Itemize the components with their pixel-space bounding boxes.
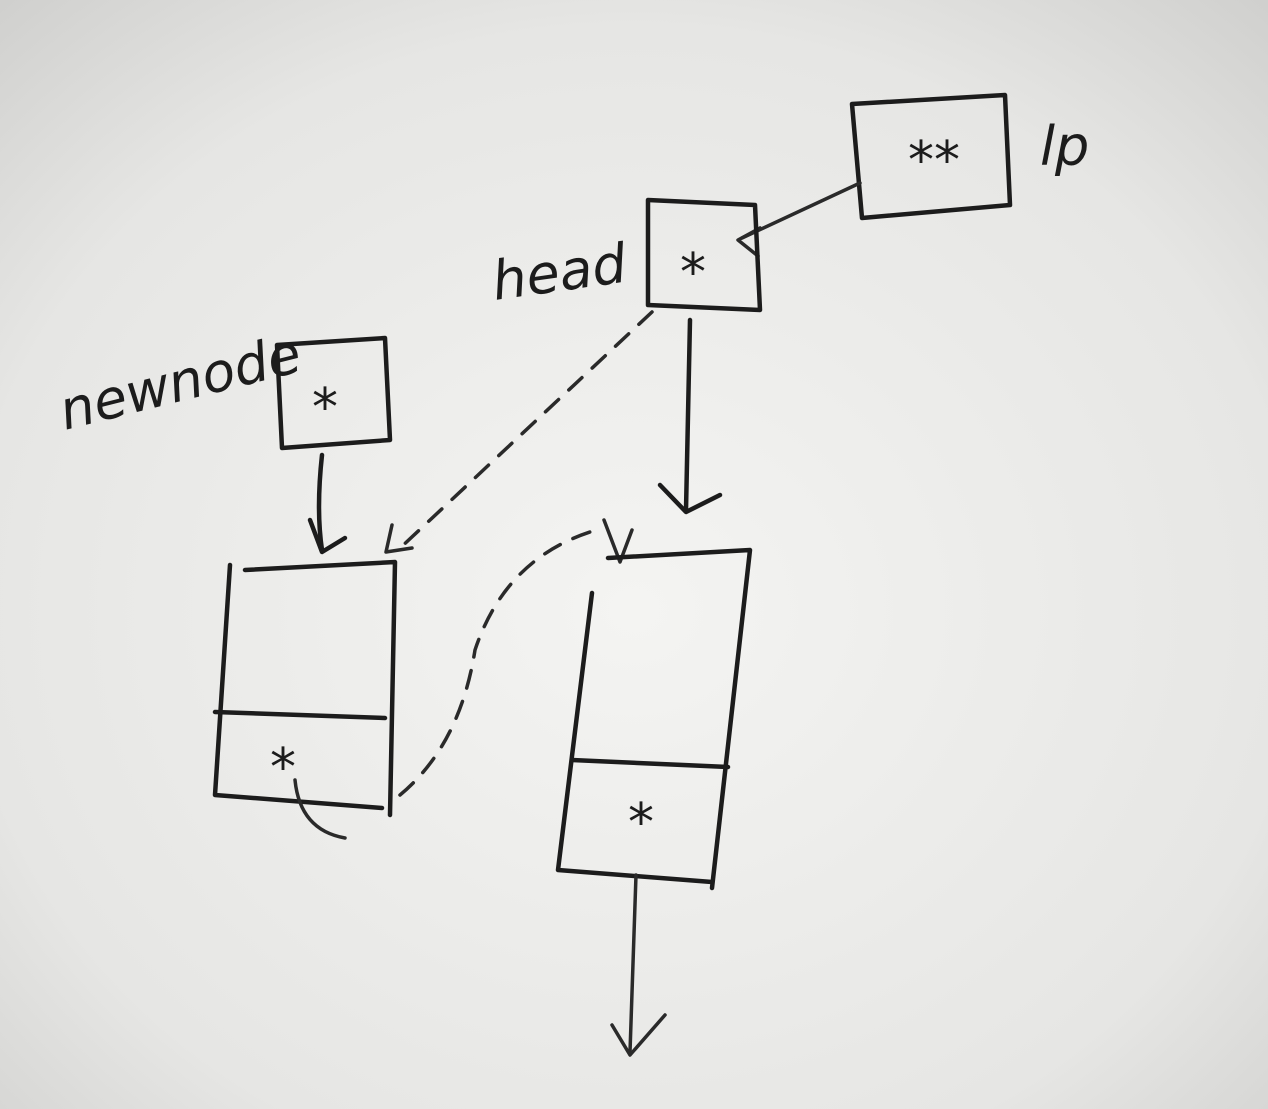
newnode-box: * <box>274 335 393 451</box>
newnode-next-to-node-dashed-arrow <box>398 518 634 797</box>
first-node-next-arrow <box>610 873 667 1057</box>
lp-to-head-arrow <box>736 181 862 258</box>
first-node-next-glyph: * <box>628 793 654 853</box>
head-pointer-glyph: * <box>680 243 706 303</box>
first-node-struct: * <box>555 547 753 891</box>
newnode-to-node-arrow <box>307 452 348 555</box>
lp-box: ** <box>849 92 1013 221</box>
head-to-newnode-dashed-arrow <box>384 310 654 554</box>
lp-label: lp <box>1040 115 1089 178</box>
head-box: * <box>645 197 763 313</box>
new-node-struct: * <box>212 559 398 840</box>
lp-double-pointer-glyph: ** <box>908 131 960 191</box>
head-to-node-arrow <box>657 317 723 515</box>
newnode-pointer-glyph: * <box>312 378 338 438</box>
new-node-next-glyph: * <box>270 738 296 798</box>
